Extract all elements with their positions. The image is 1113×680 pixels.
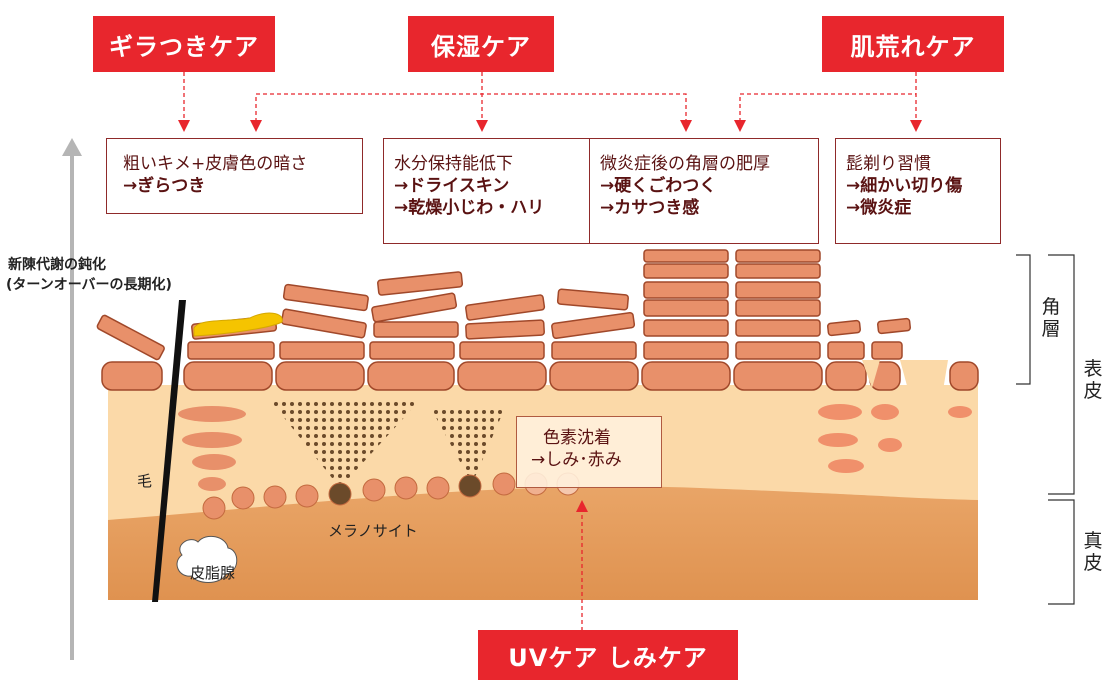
header-rough-skin-care: 肌荒れケア: [822, 16, 1004, 72]
epidermis-label: 表皮: [1083, 358, 1103, 402]
melanin-dots: [432, 410, 504, 484]
header-moisture-care: 保湿ケア: [408, 16, 554, 72]
sebum-blob: [193, 312, 283, 337]
box-shave-line1: 髭剃り習慣: [846, 154, 931, 174]
turnover-label-line2: (ターンオーバーの長期化): [6, 277, 172, 293]
basal-cells: [202, 472, 580, 520]
box-water-line1: 水分保持能低下: [394, 154, 513, 174]
dashed-connectors: [183, 72, 917, 638]
box-texture-line2: →ぎらつき: [123, 176, 206, 196]
box-thickening: 微炎症後の角層の肥厚 →硬くごわつく →カサつき感: [589, 138, 819, 244]
sebaceous-stack: [178, 406, 246, 491]
box-texture: 粗いキメ+皮膚色の暗さ →ぎらつき: [106, 138, 363, 214]
hair-shaft: [152, 300, 186, 602]
box-thick-line1: 微炎症後の角層の肥厚: [600, 154, 770, 174]
bracket-stratum: [1016, 254, 1031, 385]
inflammation-marks: [818, 404, 972, 473]
basal-corneocytes: [101, 361, 979, 391]
melanocyte-label: メラノサイト: [328, 522, 418, 540]
arrowheads: [178, 120, 922, 512]
box-thick-line2: →硬くごわつく: [600, 176, 717, 196]
box-pigment-line2: →しみ･赤み: [531, 450, 622, 470]
box-texture-line1: 粗いキメ+皮膚色の暗さ: [123, 154, 308, 174]
box-thick-line3: →カサつき感: [600, 198, 700, 218]
header-oily-care: ギラつきケア: [93, 16, 275, 72]
shave-cut: [900, 360, 948, 470]
dermis-layer: [108, 486, 978, 600]
box-shave-line3: →微炎症: [846, 198, 912, 218]
melanin-dots: [270, 400, 420, 488]
bracket-epidermis: [1048, 254, 1075, 495]
box-pigmentation: 色素沈着 →しみ･赤み: [516, 416, 662, 488]
box-water-line2: →ドライスキン: [394, 176, 510, 196]
stratum-corneum-cells: [96, 249, 911, 361]
box-shave-line2: →細かい切り傷: [846, 176, 963, 196]
sebaceous-label: 皮脂腺: [190, 564, 236, 582]
box-water-line3: →乾燥小じわ・ハリ: [394, 198, 545, 218]
box-shaving: 髭剃り習慣 →細かい切り傷 →微炎症: [835, 138, 1001, 244]
box-pigment-line1: 色素沈着: [543, 428, 611, 448]
sebaceous-gland: [176, 535, 238, 583]
dermis-label: 真皮: [1083, 530, 1103, 574]
shave-cut: [862, 360, 880, 388]
header-uv-spot-care: UVケア しみケア: [478, 630, 738, 680]
bracket-dermis: [1048, 499, 1075, 605]
hair-label: 毛: [137, 472, 153, 490]
stratum-label: 角層: [1041, 296, 1061, 340]
box-water-retention: 水分保持能低下 →ドライスキン →乾燥小じわ・ハリ: [383, 138, 590, 244]
turnover-label-line1: 新陳代謝の鈍化: [8, 257, 106, 273]
